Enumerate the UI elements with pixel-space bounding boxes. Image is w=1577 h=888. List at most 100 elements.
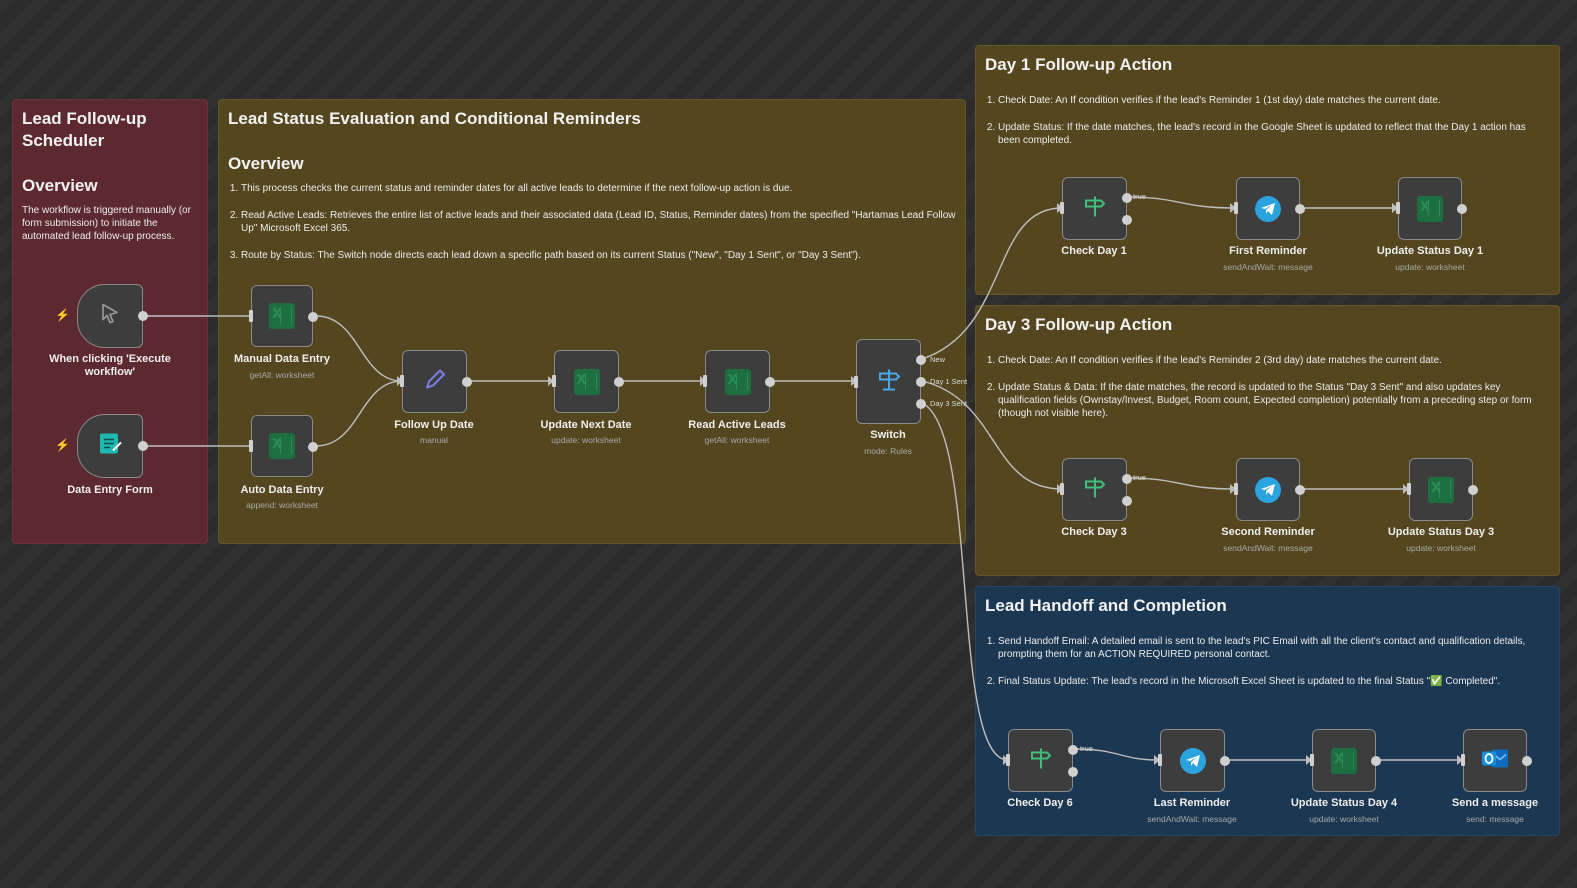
sticky-title: Lead Handoff and Completion	[985, 596, 1227, 615]
node-update-status-day-3[interactable]	[1407, 458, 1478, 521]
node-subtitle: manual	[420, 435, 448, 445]
node-auto-data-entry[interactable]	[249, 415, 318, 477]
node-second-reminder[interactable]	[1234, 458, 1305, 521]
node-update-next-date[interactable]	[552, 350, 624, 413]
output-port-day3[interactable]	[916, 399, 926, 409]
output-port[interactable]	[462, 377, 472, 387]
node-update-status-day-4[interactable]	[1310, 729, 1381, 792]
excel-icon	[1428, 476, 1454, 503]
output-port[interactable]	[1220, 756, 1230, 766]
input-port[interactable]	[1310, 754, 1314, 766]
node-follow-up-date[interactable]	[400, 350, 472, 413]
node-manual-trigger[interactable]	[77, 284, 148, 348]
list-item: Check Date: An If condition verifies if …	[998, 94, 1550, 107]
output-port-day1[interactable]	[916, 377, 926, 387]
node-label: When clicking 'Execute workflow'	[49, 353, 171, 378]
sticky-day1[interactable]: Day 1 Follow-up Action Check Date: An If…	[975, 45, 1560, 295]
sticky-handoff[interactable]: Lead Handoff and Completion Send Handoff…	[975, 586, 1560, 836]
sticky-text: The workflow is triggered manually (or f…	[22, 205, 191, 242]
node-subtitle: update: worksheet	[551, 435, 621, 445]
input-port[interactable]	[1407, 483, 1411, 495]
node-check-day-1[interactable]	[1060, 177, 1132, 240]
input-port[interactable]	[1234, 202, 1238, 214]
output-port[interactable]	[1295, 485, 1305, 495]
list-item: Send Handoff Email: A detailed email is …	[998, 635, 1550, 661]
input-port[interactable]	[249, 440, 253, 452]
input-port[interactable]	[1396, 202, 1400, 214]
true-branch-label: true	[1133, 473, 1146, 482]
input-port[interactable]	[249, 310, 253, 322]
output-port-true[interactable]	[1122, 193, 1132, 203]
node-switch[interactable]	[854, 339, 926, 424]
output-port[interactable]	[1457, 204, 1467, 214]
signpost-icon	[1028, 745, 1054, 776]
sticky-heading: Overview	[228, 154, 304, 173]
telegram-icon	[1179, 747, 1206, 774]
list-item: Update Status & Data: If the date matche…	[998, 381, 1550, 420]
input-port[interactable]	[1461, 754, 1465, 766]
input-port[interactable]	[1006, 754, 1010, 766]
node-subtitle: sendAndWait: message	[1223, 262, 1313, 272]
output-port-false[interactable]	[1068, 767, 1078, 777]
output-port-true[interactable]	[1068, 745, 1078, 755]
output-port-false[interactable]	[1122, 215, 1132, 225]
output-port-true[interactable]	[1122, 474, 1132, 484]
node-label: Auto Data Entry	[240, 484, 324, 496]
output-port-false[interactable]	[1122, 496, 1132, 506]
signpost-icon	[875, 365, 903, 398]
output-port[interactable]	[308, 442, 318, 452]
input-port[interactable]	[1234, 483, 1238, 495]
input-port[interactable]	[1060, 483, 1064, 495]
list-item: Read Active Leads: Retrieves the entire …	[241, 209, 956, 235]
node-last-reminder[interactable]	[1158, 729, 1230, 792]
input-port[interactable]	[400, 375, 404, 387]
excel-icon	[269, 433, 295, 459]
switch-output-label: Day 1 Sent	[930, 377, 968, 386]
sticky-evaluation[interactable]: Lead Status Evaluation and Conditional R…	[218, 99, 966, 544]
node-check-day-6[interactable]	[1006, 729, 1078, 792]
node-subtitle: update: worksheet	[1406, 543, 1476, 553]
node-check-day-3[interactable]	[1060, 458, 1132, 521]
true-branch-label: true	[1133, 192, 1146, 201]
node-label: Update Status Day 4	[1290, 797, 1398, 809]
node-label: Check Day 3	[1061, 526, 1127, 538]
sticky-title: Day 1 Follow-up Action	[985, 55, 1173, 74]
signpost-icon	[1082, 474, 1108, 505]
output-port[interactable]	[1371, 756, 1381, 766]
output-port[interactable]	[1295, 204, 1305, 214]
output-port[interactable]	[1522, 756, 1532, 766]
input-port[interactable]	[1158, 754, 1162, 766]
node-subtitle: update: worksheet	[1309, 814, 1379, 824]
sticky-list: Send Handoff Email: A detailed email is …	[985, 635, 1550, 688]
list-item: This process checks the current status a…	[241, 182, 956, 195]
node-data-entry-form[interactable]	[77, 414, 148, 478]
input-port[interactable]	[552, 375, 556, 387]
output-port[interactable]	[1468, 485, 1478, 495]
input-port[interactable]	[854, 376, 858, 388]
node-label: Data Entry Form	[67, 484, 153, 496]
output-port[interactable]	[765, 377, 775, 387]
node-subtitle: send: message	[1466, 814, 1524, 824]
excel-icon	[724, 368, 751, 395]
node-subtitle: mode: Rules	[864, 446, 912, 456]
input-port[interactable]	[1060, 202, 1064, 214]
node-manual-data-entry[interactable]	[249, 285, 318, 347]
switch-output-label: New	[930, 355, 946, 364]
telegram-icon	[1255, 195, 1281, 222]
output-port[interactable]	[138, 311, 148, 321]
input-port[interactable]	[703, 375, 707, 387]
node-label: Read Active Leads	[688, 419, 786, 431]
output-port[interactable]	[614, 377, 624, 387]
output-port[interactable]	[138, 441, 148, 451]
node-send-a-message[interactable]	[1461, 729, 1532, 792]
excel-icon	[269, 303, 295, 329]
sticky-list: This process checks the current status a…	[228, 182, 956, 262]
node-subtitle: append: worksheet	[246, 500, 318, 510]
node-read-active-leads[interactable]	[703, 350, 775, 413]
node-update-status-day-1[interactable]	[1396, 177, 1467, 240]
node-first-reminder[interactable]	[1234, 177, 1305, 240]
sticky-title: Lead Follow-up Scheduler	[22, 109, 147, 150]
output-port[interactable]	[308, 312, 318, 322]
output-port-new[interactable]	[916, 355, 926, 365]
pencil-icon	[422, 366, 448, 397]
